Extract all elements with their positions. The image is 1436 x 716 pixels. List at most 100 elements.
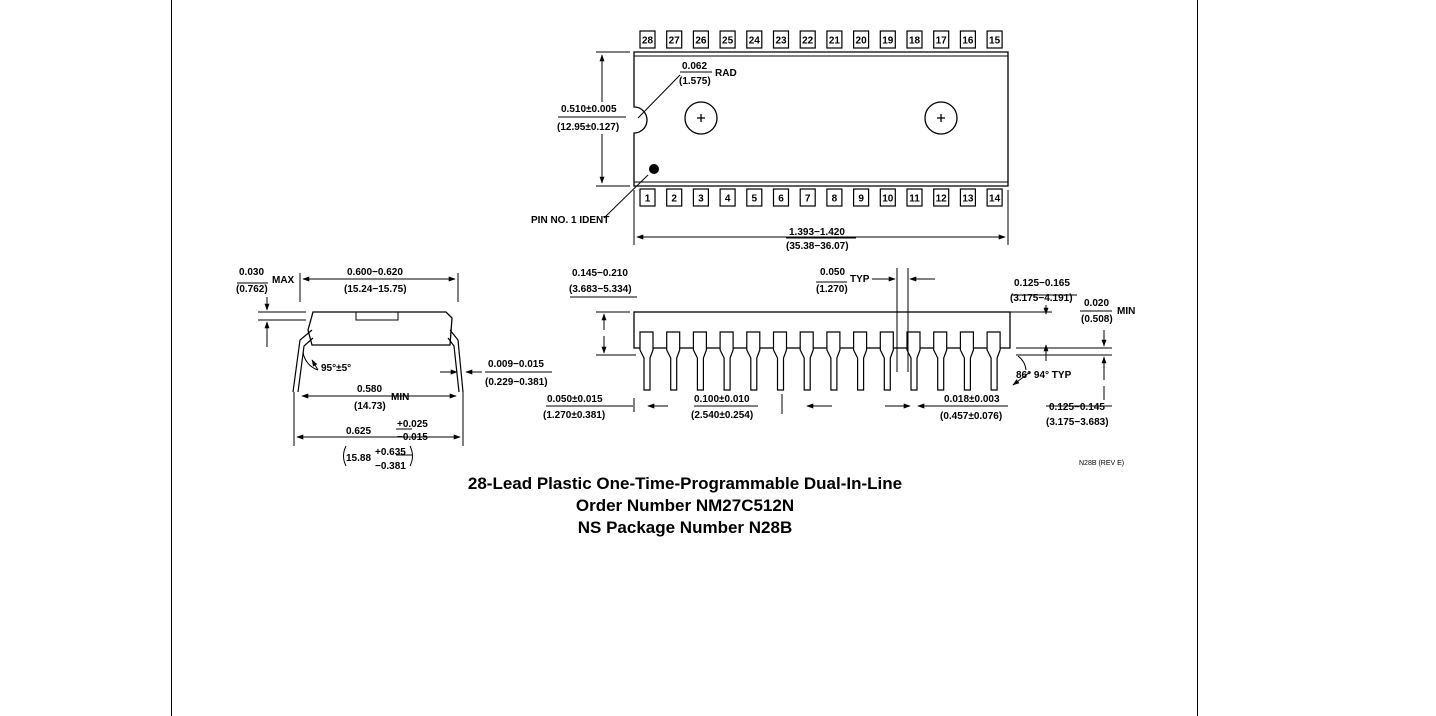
- standoff-mm-label: (0.762): [236, 284, 268, 295]
- height-in-label: 0.145−0.210: [572, 268, 628, 279]
- pin-bottom-number: 12: [936, 194, 948, 205]
- pin-top-box: [666, 30, 683, 49]
- package-body-end: [307, 311, 453, 346]
- pin-top-box: [746, 30, 763, 49]
- pin-bottom-box: [692, 188, 710, 207]
- pin-top-21: 21: [826, 30, 843, 49]
- end-view-labels: 0.030 (0.762) MAX 0.600−0.620 (15.24−15.…: [236, 267, 548, 472]
- pin-bottom-4: 4: [719, 188, 736, 207]
- end-view: [237, 273, 552, 467]
- width-mm-label: (12.95±0.127): [557, 122, 619, 133]
- pin-bottom-10: 10: [879, 188, 896, 207]
- pin-bottom-box: [799, 188, 816, 207]
- pin-bottom-box: [826, 188, 843, 207]
- pin-top-number: 17: [936, 36, 948, 47]
- overall-mm-tol-plus: +0.635: [375, 447, 406, 458]
- package-body-side: [633, 311, 1011, 349]
- pin-bottom-number: 3: [698, 194, 704, 205]
- pin-top-18: 18: [906, 30, 923, 49]
- pin-top-23: 23: [772, 30, 790, 49]
- pin-bottom-box: [933, 188, 950, 207]
- pin-top-box: [986, 30, 1003, 49]
- overall-mm-tol-minus: −0.381: [375, 461, 406, 472]
- page-border-left: [171, 0, 172, 716]
- pin-top-number: 24: [749, 36, 761, 47]
- side-lead: [959, 331, 974, 391]
- lead-left: [292, 329, 314, 393]
- seat-in-label: 0.020: [1084, 298, 1109, 309]
- page-border-right: [1197, 0, 1198, 716]
- pin-bottom-8: 8: [826, 188, 843, 207]
- pin-bottom-12: 12: [933, 188, 950, 207]
- caption-package-number: NS Package Number N28B: [577, 518, 793, 537]
- pin-top-box: [772, 30, 790, 49]
- side-lead: [933, 331, 948, 391]
- rad-in-label: 0.062: [682, 61, 707, 72]
- pin-bottom-box: [852, 188, 870, 207]
- pin-bottom-box: [986, 188, 1003, 207]
- length-in-label: 1.393−1.420: [789, 227, 845, 238]
- side-lead: [853, 331, 868, 391]
- pin-bottom-box: [906, 188, 923, 207]
- side-lead: [906, 331, 921, 391]
- side-lead: [719, 331, 734, 391]
- side-view: [546, 268, 1112, 414]
- lead-thk-in-label: 0.009−0.015: [488, 359, 544, 370]
- pin-top-number: 16: [962, 36, 974, 47]
- pin-bottom-number: 4: [725, 194, 731, 205]
- lead-dia-in-label: 0.018±0.003: [944, 394, 1000, 405]
- standoff-suffix-label: MAX: [272, 275, 295, 286]
- pin-top-number: 19: [882, 36, 894, 47]
- package-body-top: [633, 51, 1009, 187]
- pin-top-box: [719, 30, 736, 49]
- pin-bottom-3: 3: [692, 188, 710, 207]
- pin-top-26: 26: [692, 30, 710, 49]
- caption-title: 28-Lead Plastic One-Time-Programmable Du…: [467, 474, 903, 493]
- pin-bottom-6: 6: [772, 188, 790, 207]
- seat-suffix-label: MIN: [1117, 306, 1135, 317]
- pin-top-box: [639, 30, 656, 49]
- pin-top-number: 22: [802, 36, 814, 47]
- lead-width-in-label: 0.050: [820, 267, 845, 278]
- pin-top-15: 15: [986, 30, 1003, 49]
- lead-len-in-label: 0.125−0.145: [1049, 402, 1105, 413]
- pin-bottom-number: 5: [752, 194, 758, 205]
- pin-bottom-number: 10: [882, 194, 894, 205]
- lead-width-suffix-label: TYP: [850, 274, 870, 285]
- pin-top-number: 28: [642, 36, 654, 47]
- pin-bottom-9: 9: [852, 188, 870, 207]
- pin-bottom-14: 14: [986, 188, 1003, 207]
- ejector-mark-right: [924, 101, 958, 135]
- side-lead: [772, 331, 788, 391]
- pin-bottom-5: 5: [746, 188, 763, 207]
- pin-top-17: 17: [933, 30, 950, 49]
- pin-top-24: 24: [746, 30, 763, 49]
- side-view-labels: 0.145−0.210 (3.683−5.334) 0.050 (1.270) …: [543, 267, 1135, 467]
- height-mm-label: (3.683−5.334): [569, 284, 632, 295]
- pin-bottom-7: 7: [799, 188, 816, 207]
- standoff-in-label: 0.030: [239, 267, 264, 278]
- pin-top-number: 25: [722, 36, 734, 47]
- pin-top-box: [933, 30, 950, 49]
- pin-bottom-1: 1: [639, 188, 656, 207]
- overall-in-label: 0.625: [346, 426, 371, 437]
- pin-bottom-box: [959, 188, 977, 207]
- pin-bottom-box: [666, 188, 683, 207]
- lead-right: [447, 329, 464, 393]
- seat-angle-label: 86° 94° TYP: [1016, 370, 1072, 381]
- pin-bottom-box: [746, 188, 763, 207]
- side-lead: [799, 331, 814, 391]
- pin-bottom-box: [639, 188, 656, 207]
- pin-top-box: [879, 30, 896, 49]
- pin-top-number: 18: [909, 36, 921, 47]
- overall-in-tol-plus: +0.025: [397, 419, 428, 430]
- pin-top-number: 26: [695, 36, 707, 47]
- pin-top-box: [826, 30, 843, 49]
- pin-top-number: 21: [829, 36, 841, 47]
- pin1-ident-label: PIN NO. 1 IDENT: [531, 215, 609, 226]
- pin-top-20: 20: [852, 30, 870, 49]
- side-lead: [826, 331, 841, 391]
